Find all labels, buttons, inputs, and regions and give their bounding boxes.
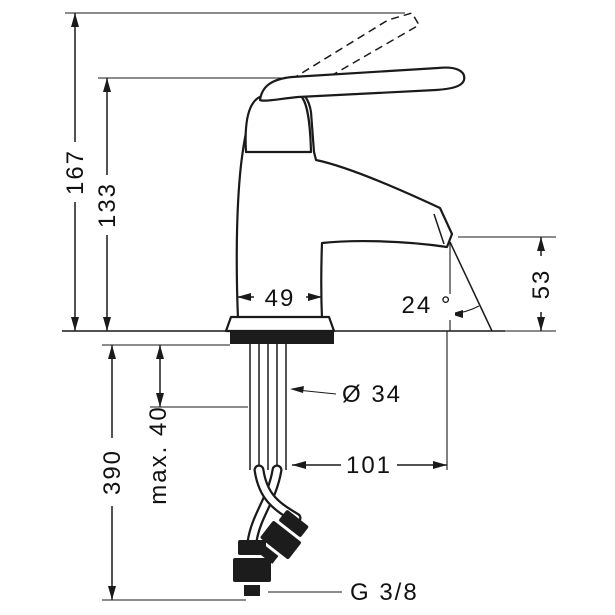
- arrowhead-down: [71, 317, 79, 331]
- arrowhead-up: [156, 345, 164, 359]
- dim-spout-top-height: 133: [93, 78, 121, 331]
- label-mask: [527, 256, 555, 312]
- arrowhead-right: [308, 293, 322, 301]
- dim-spray-angle-label: 24 °: [402, 292, 453, 319]
- faucet-dome: [244, 92, 313, 154]
- angle-spray-line: [449, 241, 493, 332]
- dim-spray-angle: 24 °: [399, 241, 493, 332]
- base-gasket: [230, 331, 334, 344]
- arrowhead-down: [108, 586, 116, 600]
- dim-max-deck-thickness: max. 40: [145, 345, 172, 505]
- hose-connector-right: [259, 510, 309, 564]
- leader-line: [296, 389, 337, 395]
- arrowhead-up: [71, 13, 79, 27]
- dim-overall-height-label: 167: [62, 149, 89, 195]
- dim-spout-height: 53: [527, 237, 555, 331]
- label-mask: [254, 284, 306, 310]
- arrowhead-down: [103, 317, 111, 331]
- dim-spout-top-height-label: 133: [94, 182, 121, 228]
- faucet-body-group: [224, 12, 466, 344]
- dim-body-width-label: 49: [265, 285, 296, 312]
- dim-spout-reach: 101: [292, 452, 447, 479]
- dim-shank-diameter: Ø 34: [290, 381, 402, 408]
- connector-tip: [244, 585, 260, 596]
- dim-overall-height: 167: [61, 13, 89, 331]
- arrowhead-down: [537, 317, 545, 331]
- dim-hose-length-label: 390: [99, 449, 126, 495]
- dim-thread-label: G 3/8: [350, 579, 419, 606]
- dim-hose-length: 390: [98, 345, 126, 600]
- arrowhead-up: [103, 78, 111, 92]
- arrowhead-left: [237, 293, 251, 301]
- dim-body-width: 49: [237, 284, 322, 312]
- arrowhead-down: [156, 393, 164, 407]
- connector-body: [233, 558, 271, 582]
- supply-hose-left-core: [248, 466, 281, 546]
- arrowhead-up: [537, 237, 545, 251]
- label-mask: [98, 438, 126, 506]
- aerator-line: [433, 213, 445, 245]
- faucet-underdeck: [233, 344, 309, 596]
- leader-arrowhead: [290, 386, 304, 393]
- label-mask: [61, 142, 89, 202]
- base-flange: [224, 315, 336, 333]
- connector-nut: [238, 540, 266, 555]
- arrowhead-right: [433, 461, 447, 469]
- connector-tip: [259, 546, 279, 564]
- label-mask: [399, 294, 455, 320]
- faucet-lever-handle: [258, 66, 466, 102]
- hose-connector-bottom: [233, 540, 271, 596]
- handle-raised-dashed-outline: [257, 12, 421, 101]
- dim-spout-reach-label: 101: [346, 452, 392, 479]
- arrowhead-left: [292, 461, 306, 469]
- dim-max-deck-thickness-label: max. 40: [145, 405, 172, 504]
- arrowhead-up: [108, 345, 116, 359]
- label-mask: [341, 452, 397, 478]
- dim-thread: G 3/8: [350, 579, 419, 606]
- connector-nut: [279, 510, 309, 537]
- angle-arrowhead: [450, 310, 463, 318]
- dim-shank-diameter-label: Ø 34: [342, 381, 402, 408]
- connector-body: [260, 521, 301, 560]
- dim-spout-height-label: 53: [528, 269, 555, 300]
- label-mask: [93, 175, 121, 235]
